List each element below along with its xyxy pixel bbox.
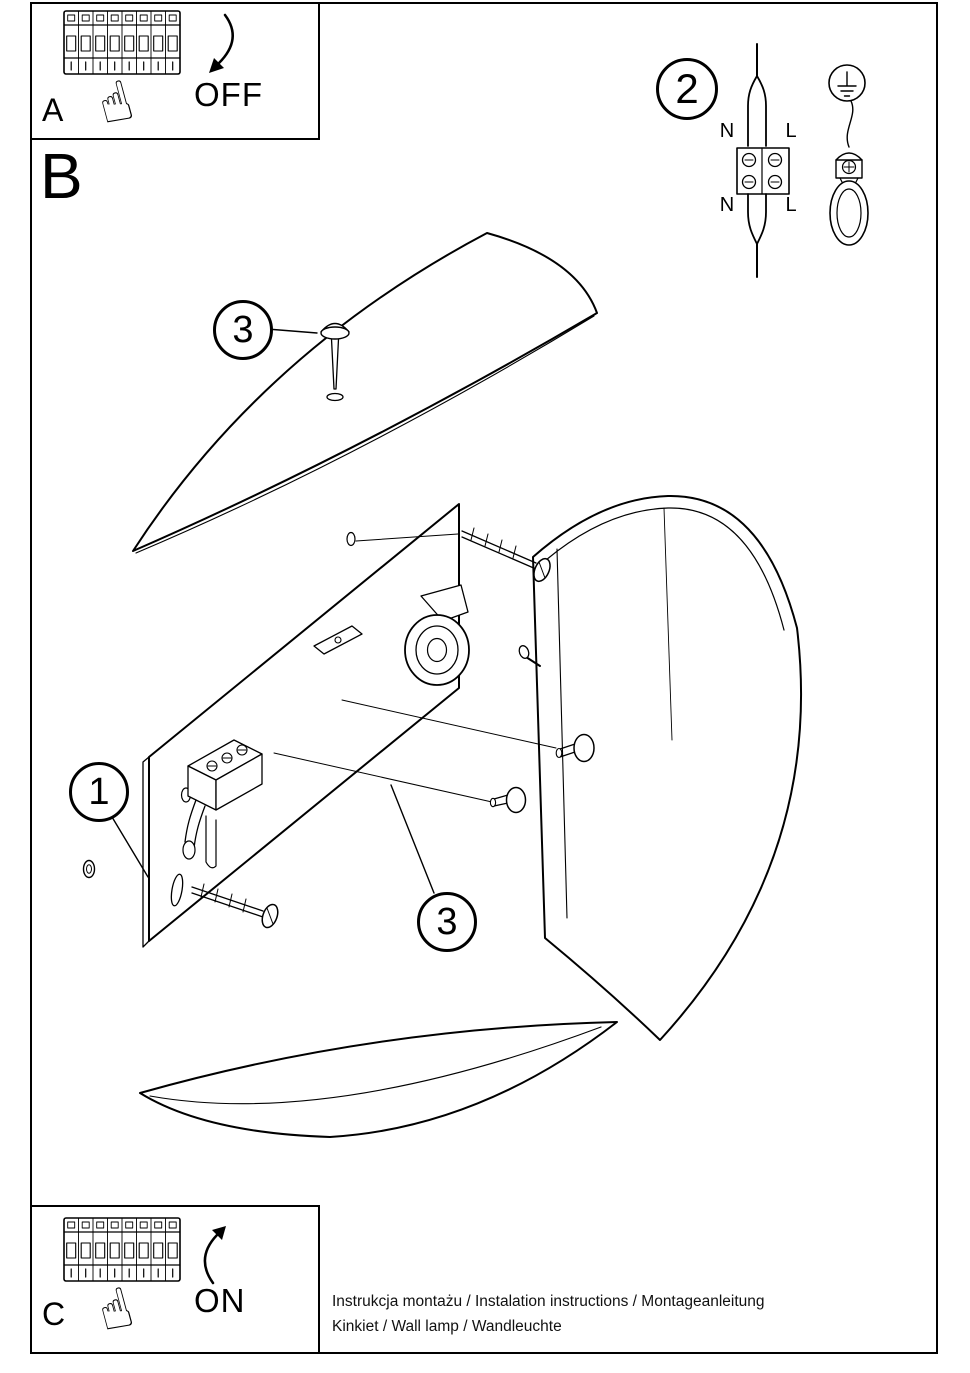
section-a-label: A bbox=[42, 92, 64, 128]
callout-lines bbox=[108, 328, 435, 894]
footer-line-2: Kinkiet / Wall lamp / Wandleuchte bbox=[332, 1318, 562, 1335]
terminal-block-on-plate bbox=[182, 739, 263, 869]
arrow-on-icon bbox=[203, 1226, 226, 1285]
plate-bracket bbox=[313, 625, 363, 655]
wire-label-top-n: N bbox=[719, 120, 735, 142]
mounting-plate bbox=[142, 503, 470, 948]
thumb-screw-upper bbox=[555, 733, 595, 763]
lamp-socket bbox=[404, 584, 470, 686]
top-cover bbox=[132, 232, 598, 554]
callout-step-3-top: 3 bbox=[213, 300, 273, 360]
wire-label-top-l: L bbox=[785, 120, 797, 142]
cover-screw-hole bbox=[326, 392, 344, 402]
callout-step-1: 1 bbox=[69, 762, 129, 822]
mounting-screw-top bbox=[461, 527, 551, 583]
ground-terminal bbox=[829, 152, 869, 246]
section-c-label: C bbox=[42, 1296, 66, 1332]
footer-text: Instrukcja montażu / Instalation instruc… bbox=[332, 1289, 765, 1339]
section-a-border bbox=[30, 2, 320, 140]
thumb-screw-lower bbox=[489, 786, 527, 814]
housing-shell bbox=[532, 494, 803, 1041]
arrow-off-icon bbox=[209, 13, 234, 73]
plate-face bbox=[148, 503, 460, 942]
off-label: OFF bbox=[194, 76, 263, 113]
bottom-cover bbox=[139, 1021, 618, 1138]
shell-outline bbox=[532, 494, 803, 1041]
wall-plug bbox=[82, 859, 96, 879]
on-label: ON bbox=[194, 1282, 246, 1319]
cover-screw bbox=[320, 322, 350, 390]
wiring-diagram bbox=[736, 43, 869, 278]
wire-label-bottom-l: L bbox=[785, 194, 797, 216]
small-screw-mid bbox=[518, 645, 541, 667]
wall-screw-bottom bbox=[191, 883, 279, 929]
ground-symbol-icon bbox=[828, 64, 866, 102]
keyhole-slot bbox=[170, 873, 184, 907]
callout-step-2: 2 bbox=[656, 58, 718, 120]
bottom-cover-outline bbox=[139, 1021, 618, 1138]
fasteners bbox=[82, 527, 595, 929]
alignment-lines bbox=[273, 533, 557, 803]
main-frame-border bbox=[30, 2, 938, 1354]
footer-line-1: Instrukcja montażu / Instalation instruc… bbox=[332, 1293, 765, 1310]
section-b-label: B bbox=[40, 140, 83, 212]
callout-step-3-bottom: 3 bbox=[417, 892, 477, 952]
wire-label-bottom-n: N bbox=[719, 194, 735, 216]
top-cover-outline bbox=[132, 232, 598, 552]
section-c-border bbox=[30, 1205, 320, 1354]
